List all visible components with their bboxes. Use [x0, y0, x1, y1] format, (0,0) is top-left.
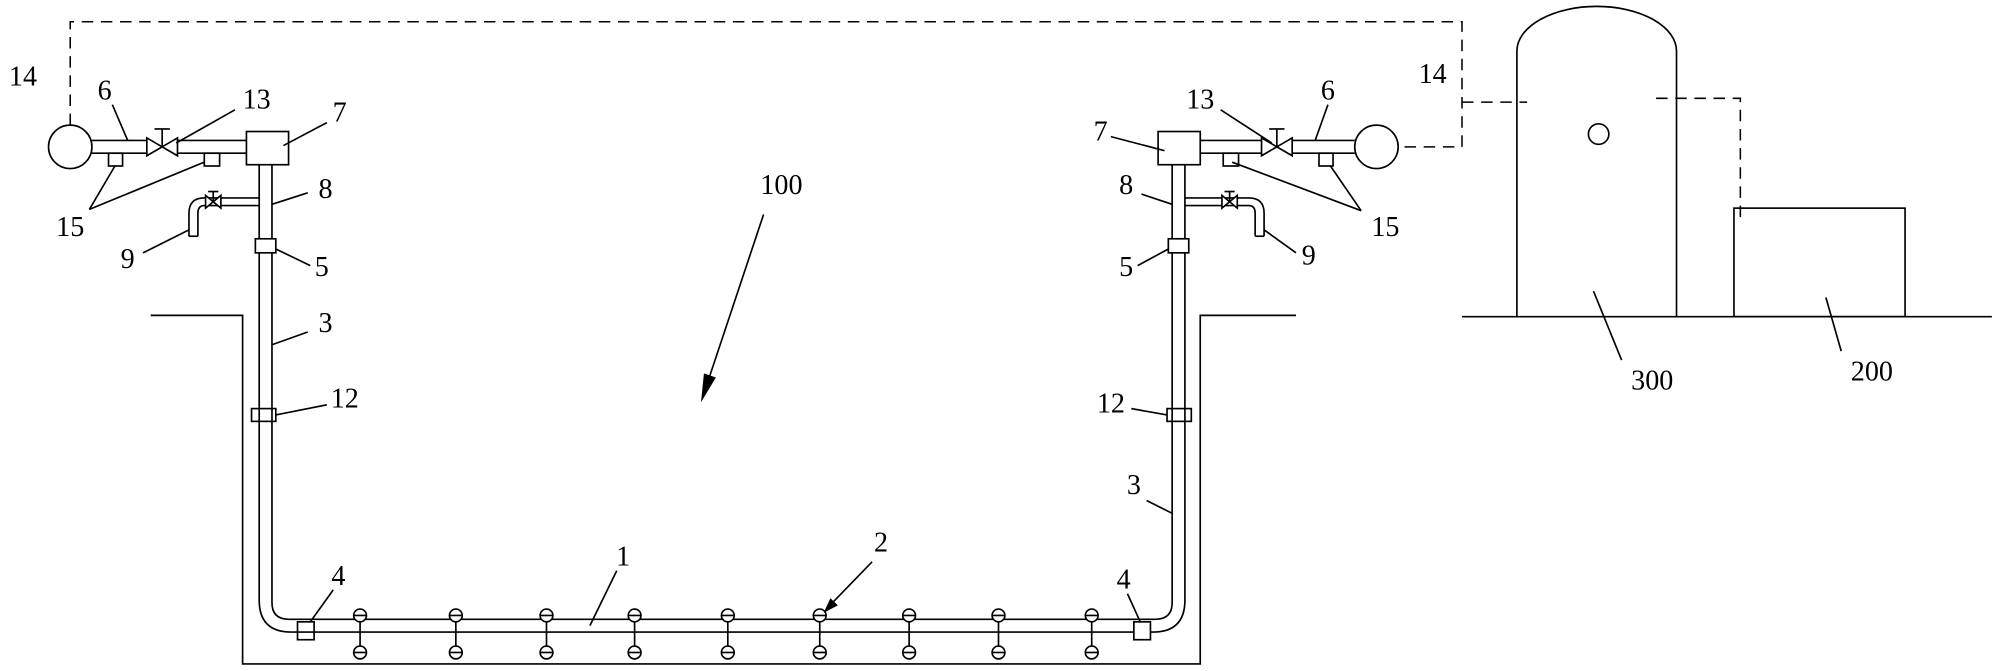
left-sensor-a: [107, 152, 124, 167]
label-right-coupling: 5: [1119, 252, 1133, 283]
support-node: [352, 608, 368, 660]
label-left-sensors: 15: [56, 212, 84, 243]
left-valve: [146, 128, 179, 158]
label-right-branch: 9: [1302, 240, 1316, 271]
label-left-circle: 14: [9, 62, 37, 93]
label-right-riser: 3: [1127, 470, 1141, 501]
label-left-coupling: 5: [315, 252, 329, 283]
support-node: [448, 608, 464, 660]
label-left-joint: 12: [331, 383, 359, 414]
right-elbow-fitting: [1133, 621, 1152, 641]
support-nodes: [352, 608, 1099, 660]
label-left-pipe-upper: 6: [98, 76, 112, 107]
unit-box: [1733, 207, 1906, 318]
left-elbow-fitting: [296, 621, 315, 641]
left-joint: [250, 407, 277, 423]
left-riser-top: [258, 164, 273, 239]
bottom-pipe: [288, 618, 1156, 633]
label-right-joint: 12: [1097, 388, 1125, 419]
labels: 14 6 13 7 15 8 9 5 3 12 4 100 1 2 7 13 6…: [9, 59, 1893, 596]
label-left-riser: 3: [319, 308, 333, 339]
label-left-riser-top: 8: [319, 174, 333, 205]
right-assembly: [1133, 124, 1399, 641]
left-sensor-b: [203, 152, 221, 167]
support-node: [991, 608, 1006, 660]
system-arrow: [700, 214, 765, 403]
label-right-circle: 14: [1419, 59, 1447, 90]
right-riser-top: [1171, 164, 1186, 239]
label-right-sensors: 15: [1371, 212, 1399, 243]
right-valve: [1260, 128, 1294, 158]
left-upper-pipe: [91, 139, 247, 155]
left-circle-14: [47, 124, 93, 170]
left-junction-box: [245, 130, 290, 166]
tank: [1516, 5, 1678, 317]
pit-outline: [150, 314, 1297, 665]
support-node: [627, 608, 642, 660]
label-right-elbow: 4: [1117, 565, 1131, 596]
right-joint: [1166, 407, 1193, 423]
label-left-elbow: 4: [331, 561, 345, 592]
support-node: [1084, 608, 1099, 660]
label-tank: 300: [1631, 365, 1673, 396]
label-support: 2: [874, 528, 888, 559]
right-sensor-b: [1318, 152, 1334, 167]
left-coupling: [254, 237, 277, 254]
label-bottom-pipe: 1: [616, 542, 630, 573]
right-junction-box: [1157, 130, 1202, 166]
support-node: [901, 608, 917, 660]
dashed-link-tank-to-unit: [1656, 97, 1742, 224]
support-arrow: [823, 561, 873, 613]
label-right-riser-top: 8: [1119, 170, 1133, 201]
support-node: [812, 608, 827, 660]
label-right-pipe-upper: 6: [1321, 76, 1335, 107]
right-riser: [1152, 252, 1186, 633]
label-left-junction-box: 7: [333, 97, 347, 128]
support-node: [720, 608, 736, 660]
right-coupling: [1167, 237, 1190, 254]
label-right-valve: 13: [1186, 85, 1214, 116]
right-upper-pipe: [1200, 139, 1355, 155]
tank-port: [1587, 123, 1610, 146]
left-riser: [258, 252, 292, 633]
left-assembly: [47, 124, 315, 641]
label-unit: 200: [1851, 357, 1893, 388]
label-system: 100: [760, 170, 802, 201]
right-branch: [1184, 190, 1265, 238]
right-circle-14: [1353, 124, 1399, 170]
label-left-branch: 9: [121, 244, 135, 275]
support-node: [539, 608, 554, 660]
left-branch: [188, 190, 260, 238]
label-right-junction-box: 7: [1094, 116, 1108, 147]
dashed-link-loop: [69, 20, 1463, 148]
label-left-valve: 13: [243, 85, 271, 116]
leader-lines: [88, 104, 1843, 627]
